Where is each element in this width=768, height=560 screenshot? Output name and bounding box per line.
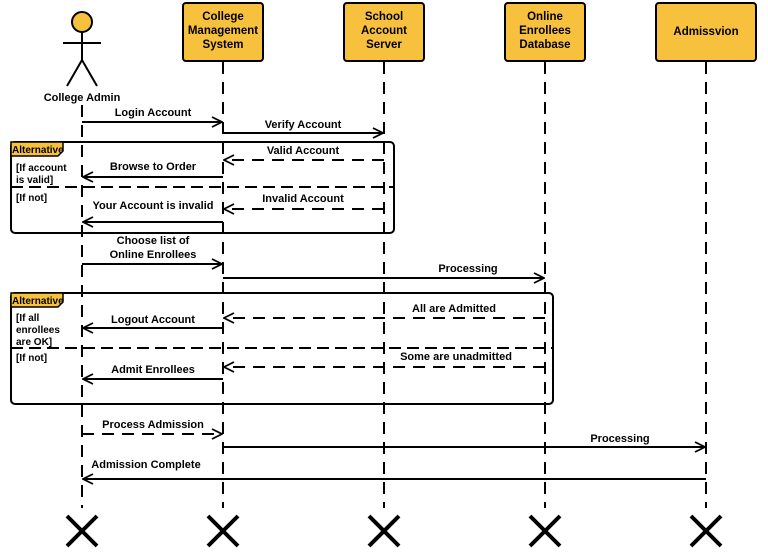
alt-guard: [If all: [16, 313, 40, 324]
participant-box: [182, 2, 264, 62]
participant-label-line: Online: [527, 11, 563, 23]
alt-frame-account: Alternative [If account is valid] [If no…: [10, 141, 395, 234]
message-label: Admit Enrollees: [111, 364, 195, 376]
participant-label-line: Management: [188, 25, 258, 37]
actor-head: [71, 11, 93, 33]
actor-left-leg: [66, 59, 83, 87]
alt-guard: are OK]: [16, 337, 52, 348]
message-label: Verify Account: [265, 119, 342, 131]
message-label: Admission Complete: [91, 459, 200, 471]
message-label: Your Account is invalid: [92, 200, 213, 212]
participant-label-line: Account: [361, 25, 407, 37]
alt-frame-tag: [10, 141, 64, 157]
participant-label-line: Enrollees: [519, 25, 571, 37]
alt-guard: [If not]: [16, 193, 47, 204]
actor-label: College Admin: [44, 92, 121, 104]
actor-college-admin: [63, 11, 101, 87]
participant-box: [343, 2, 425, 62]
participant-box: [504, 2, 586, 62]
alt-guard: [If not]: [16, 353, 47, 364]
message-label: Some are unadmitted: [400, 351, 512, 363]
participant-college-management-system: College Management System: [182, 2, 264, 62]
message-label: Processing: [590, 433, 649, 445]
message-label: Invalid Account: [262, 193, 344, 205]
participant-online-enrollees-database: Online Enrollees Database: [504, 2, 586, 62]
message-label: Login Account: [115, 107, 192, 119]
alt-frame-tag: [10, 292, 64, 308]
alt-frame-enrollees: Alternative [If all enrollees are OK] [I…: [10, 292, 554, 405]
destroy-marker: [689, 514, 723, 548]
message-label: All are Admitted: [412, 303, 496, 315]
alt-frame-tag-label: Alternative: [12, 145, 64, 156]
destroy-marker: [528, 514, 562, 548]
alt-guard: enrollees: [16, 325, 60, 336]
message-label: Process Admission: [102, 419, 204, 431]
participant-admissvion: Admissvion: [655, 2, 757, 62]
participant-label-line: Server: [366, 39, 402, 51]
destroy-marker: [206, 514, 240, 548]
participant-label-line: Database: [519, 39, 570, 51]
message-label: Choose list of: [117, 235, 190, 247]
destroy-marker: [367, 514, 401, 548]
participant-label-line: College: [202, 11, 244, 23]
participant-label-line: Admissvion: [673, 26, 738, 38]
participant-school-account-server: School Account Server: [343, 2, 425, 62]
message-label: Valid Account: [267, 145, 340, 157]
participant-label-line: School: [365, 11, 403, 23]
destroy-marker: [65, 514, 99, 548]
message-label: Browse to Order: [110, 161, 197, 173]
alt-guard: is valid]: [16, 175, 53, 186]
actor-right-leg: [81, 59, 98, 87]
alt-frame-tag-label: Alternative: [12, 296, 64, 307]
message-label: Processing: [438, 263, 497, 275]
alt-guard: [If account: [16, 163, 67, 174]
participant-label-line: System: [203, 39, 244, 51]
message-label: Online Enrollees: [110, 249, 197, 261]
participant-box: [655, 2, 757, 62]
message-label: Logout Account: [111, 314, 195, 326]
